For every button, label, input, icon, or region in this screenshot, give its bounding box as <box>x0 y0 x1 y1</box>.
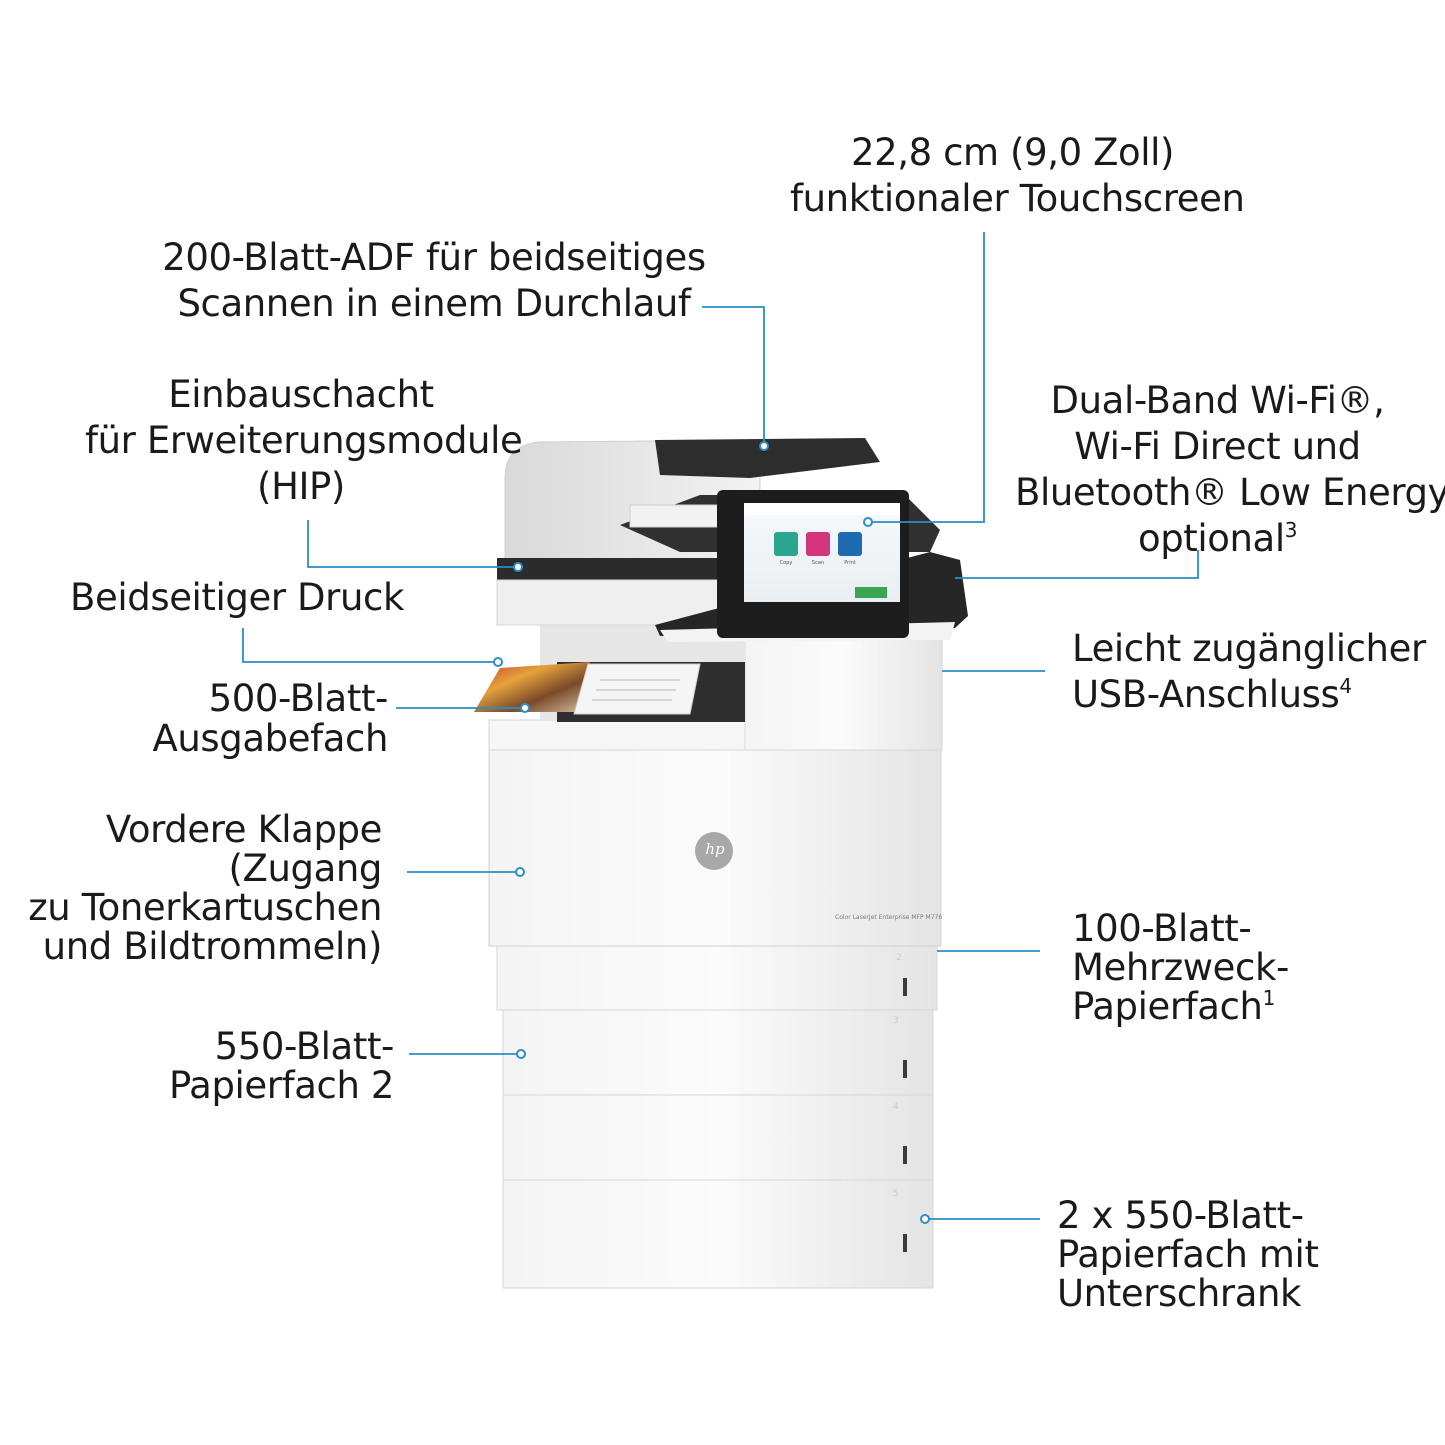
label-output-tray: 500-Blatt- Ausgabefach <box>152 677 388 760</box>
label-wireless: Dual-Band Wi-Fi®, Wi-Fi Direct und Bluet… <box>1015 379 1445 560</box>
label-touchscreen: 22,8 cm (9,0 Zoll) funktionaler Touchscr… <box>790 131 1245 220</box>
label-cabinet: 2 x 550-Blatt- Papierfach mit Unterschra… <box>1057 1194 1319 1315</box>
tray-number-3: 3 <box>893 1016 899 1026</box>
tray-number-4: 4 <box>893 1102 899 1112</box>
screen-tile-copy: Copy <box>779 560 793 566</box>
control-panel <box>655 490 968 642</box>
label-usb: Leicht zugänglicher USB-Anschluss4 <box>1072 627 1426 716</box>
model-name: Color LaserJet Enterprise MFP M776 <box>835 914 943 921</box>
label-duplex: Beidseitiger Druck <box>70 576 404 619</box>
screen-tile-print: Print <box>844 560 856 566</box>
front-door-panel <box>488 719 942 947</box>
tray-number-5: 5 <box>893 1189 899 1199</box>
callout-lines <box>242 232 1199 1220</box>
label-tray2: 550-Blatt- Papierfach 2 <box>168 1025 394 1107</box>
label-hip-slot: Einbauschacht für Erweiterungsmodule (HI… <box>85 373 523 508</box>
label-mp-tray: 100-Blatt- Mehrzweck- Papierfach1 <box>1072 907 1289 1028</box>
callout-dots <box>493 441 930 1224</box>
output-area <box>474 620 745 722</box>
paper-trays <box>496 944 938 1289</box>
screen-tile-scan: Scan <box>811 560 825 566</box>
label-adf: 200-Blatt-ADF für beidseitiges Scannen i… <box>162 236 706 325</box>
tray-number-2: 2 <box>896 953 902 963</box>
label-front-door: Vordere Klappe (Zugang zu Tonerkartusche… <box>28 808 382 968</box>
hp-logo: hp <box>705 840 725 858</box>
